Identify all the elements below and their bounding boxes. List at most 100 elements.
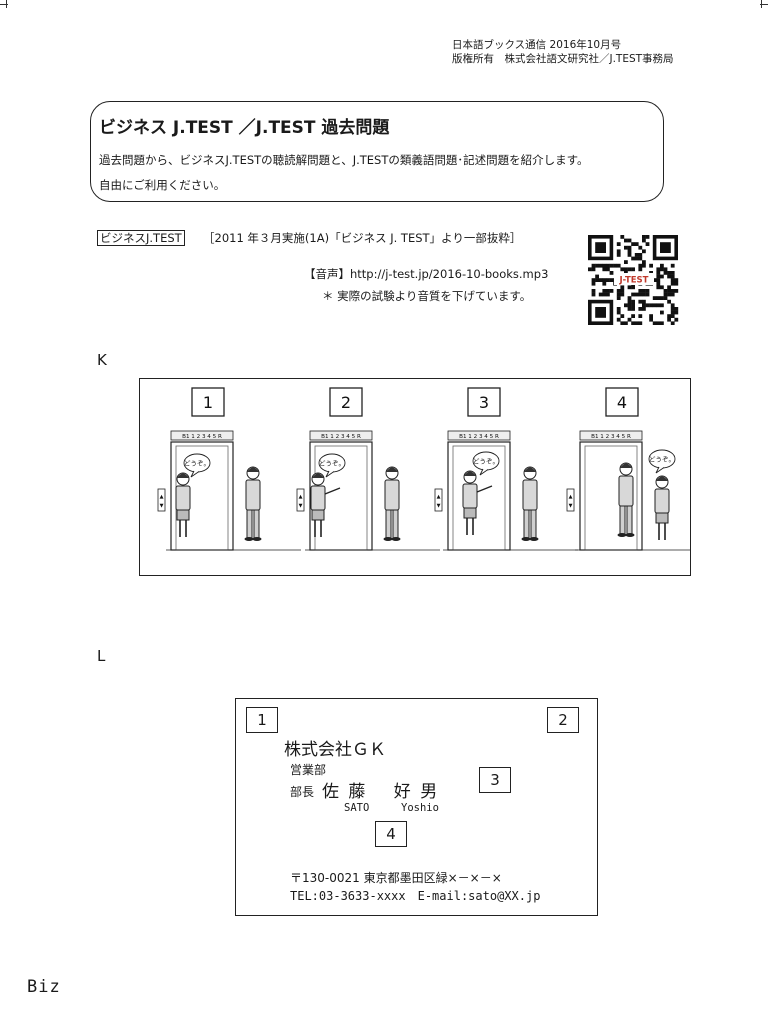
person-leg [253,509,260,539]
card-position: 部長 [290,785,315,799]
floor-indicator-text: B1 1 2 3 4 5 R [591,434,631,440]
crop-mark [6,0,7,8]
person-leg [626,505,633,535]
option-box [605,387,639,417]
person-hair [656,476,668,481]
card-contact: TEL:03-3633-xxxx E-mail:sato@XX.jp [290,889,541,903]
person-body [384,479,400,511]
copyright-line: 版権所有 株式会社語文研究社／J.TEST事務局 [452,53,674,65]
person-body [310,485,326,511]
footer-label: Biz [27,977,61,997]
person-body [462,483,478,509]
svg-text:▼: ▼ [437,503,441,509]
floor-indicator [170,430,234,441]
svg-text:▼: ▼ [160,503,164,509]
person-hair [620,463,632,468]
floor-indicator-text: B1 1 2 3 4 5 R [182,434,222,440]
card-romaji-given: Yoshio [401,802,439,814]
floor-indicator-text: B1 1 2 3 4 5 R [321,434,361,440]
qr-modules [588,235,679,326]
person-skirt [176,509,190,521]
intro-title: ビジネス J.TEST ／J.TEST 過去問題 [99,118,390,138]
person-hair [386,467,398,472]
source-text: ［2011 年３月実施(1A)「ビジネス J. TEST」より一部抜粋］ [203,231,522,245]
elevator-illustration: 1 B1 1 2 3 4 5 R ▲ ▼ どうぞ。 2 B1 1 2 3 4 5 R ▲ ▼ どう… [139,378,691,576]
option-box [191,387,225,417]
audio-link[interactable]: 【音声】http://j-test.jp/2016-10-books.mp3 [304,267,549,281]
card-option-2[interactable]: 2 [547,707,579,733]
option-box [329,387,363,417]
speech-text: どうぞ。 [184,460,210,468]
svg-text:▲: ▲ [299,494,303,500]
gesture-arm [324,487,341,495]
audio-note: ＊ 実際の試験より音質を下げています。 [322,289,532,303]
speech-text: どうぞ。 [473,458,499,466]
svg-text:▲: ▲ [160,494,164,500]
crop-mark [0,4,8,16]
elevator-scene-1: 1 B1 1 2 3 4 5 R ▲ ▼ どうぞ。 [157,387,301,551]
person-hair [312,473,324,478]
person-body [654,488,670,514]
person-leg [385,509,392,539]
option-box [467,387,501,417]
person-skirt [655,512,669,524]
source-tag: ビジネスJ.TEST [97,230,185,246]
card-option-1[interactable]: 1 [246,707,278,733]
call-button-panel [434,488,443,512]
publication-line: 日本語ブックス通信 2016年10月号 [452,39,622,51]
option-number: 1 [203,393,213,412]
svg-text:▲: ▲ [569,494,573,500]
question-l-label: L [97,647,106,665]
card-company: 株式会社ＧＫ [284,740,386,760]
question-k-label: K [97,351,107,369]
person-hair [177,473,189,478]
person-body [245,479,261,511]
floor-indicator [579,430,643,441]
elevator-scene-4: 4B1 1 2 3 4 5 R▲▼どうぞ。 [566,387,690,551]
floor-indicator-text: B1 1 2 3 4 5 R [459,434,499,440]
card-option-3[interactable]: 3 [479,767,511,793]
person-leg [392,509,399,539]
person-leg [523,509,530,539]
person-body [175,485,191,511]
elevator-scenes: 1 B1 1 2 3 4 5 R ▲ ▼ どうぞ。 2 B1 1 2 3 4 5 R ▲ ▼ どう… [157,387,690,551]
card-address: 〒130-0021 東京都墨田区緑×－×－× [290,871,502,885]
person-skirt [311,509,325,521]
card-romaji-family: SATO [344,802,370,814]
speech-text: どうぞ。 [319,460,345,468]
person-leg [246,509,253,539]
intro-box: ビジネス J.TEST ／J.TEST 過去問題 過去問題から、ビジネスJ.TE… [90,101,664,202]
svg-text:▼: ▼ [299,503,303,509]
person-hair [464,471,476,476]
speech-text: どうぞ。 [649,456,675,464]
floor-indicator [447,430,511,441]
person-hair [247,467,259,472]
person-hair [524,467,536,472]
call-button-panel [157,488,166,512]
intro-description: 過去問題から、ビジネスJ.TESTの聴読解問題と、J.TESTの類義語問題･記述… [99,153,589,167]
qr-code-graphic: J-TEST [588,235,679,326]
card-option-4[interactable]: 4 [375,821,407,847]
option-number: 2 [341,393,351,412]
card-name: 佐 藤 好 男 [322,782,440,802]
qr-code-icon[interactable]: J-TEST [584,235,682,326]
crop-mark [760,4,768,16]
floor-indicator [309,430,373,441]
option-number: 3 [479,393,489,412]
svg-text:▲: ▲ [437,494,441,500]
intro-description-2: 自由にご利用ください。 [99,178,226,192]
crop-mark [761,0,762,8]
person-body [522,479,538,511]
person-leg [619,505,626,535]
business-card: 1 2 3 4 株式会社ＧＫ 営業部 部長 佐 藤 好 男 SATO Yoshi… [235,698,598,916]
elevator-scene-3: 3 B1 1 2 3 4 5 R ▲ ▼ どうぞ。 [434,387,578,551]
call-button-panel [296,488,305,512]
person-skirt [463,507,477,519]
qr-logo-text: J-TEST [619,276,649,286]
person-leg [530,509,537,539]
gesture-arm [476,485,493,493]
elevator-scene-2: 2 B1 1 2 3 4 5 R ▲ ▼ どうぞ。 [296,387,440,551]
card-department: 営業部 [290,763,327,777]
option-number: 4 [617,393,627,412]
call-button-panel [566,488,575,512]
